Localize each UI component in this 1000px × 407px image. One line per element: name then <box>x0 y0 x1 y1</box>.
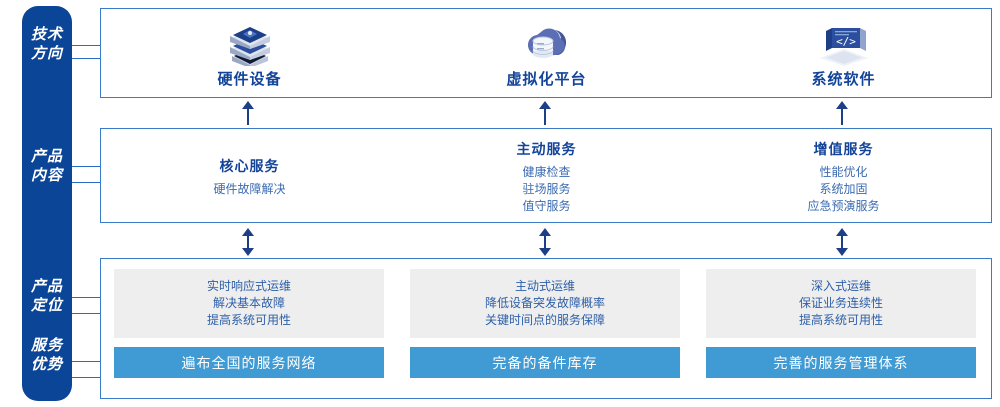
advantage-bar-management-system[interactable]: 完善的服务管理体系 <box>706 347 976 378</box>
svg-text:</>: </> <box>836 35 856 48</box>
tech-title-hardware: 硬件设备 <box>217 70 282 88</box>
content-column-proactive-service[interactable]: 主动服务 健康检查 驻场服务 值守服务 <box>398 129 695 224</box>
content-item: 系统加固 <box>819 181 868 196</box>
content-title-core-service: 核心服务 <box>219 157 280 174</box>
positioning-item: 实时响应式运维 <box>206 279 291 293</box>
server-stack-icon <box>218 20 282 66</box>
arrow-bidirectional-core <box>241 228 255 256</box>
connector-tech-upper <box>72 45 100 46</box>
arrow-up-system-software <box>835 101 849 125</box>
tech-title-system-software: 系统软件 <box>811 70 876 88</box>
rail-label-service-advantage: 服务 优势 <box>30 337 63 373</box>
arrow-up-virtualization <box>538 101 552 125</box>
arrow-bidirectional-proactive <box>538 228 552 256</box>
tech-column-hardware[interactable]: 硬件设备 <box>101 9 398 99</box>
positioning-item: 提高系统可用性 <box>798 313 883 327</box>
content-item: 健康检查 <box>522 164 571 179</box>
positioning-box-realtime[interactable]: 实时响应式运维 解决基本故障 提高系统可用性 <box>114 269 384 338</box>
positioning-item: 提高系统可用性 <box>206 313 291 327</box>
product-content-section: 核心服务 硬件故障解决 主动服务 健康检查 驻场服务 值守服务 增值服务 性能优… <box>100 128 992 223</box>
laptop-code-icon: </> <box>812 20 876 66</box>
tech-column-system-software[interactable]: </> 系统软件 <box>695 9 992 99</box>
content-item: 硬件故障解决 <box>213 181 286 196</box>
positioning-item: 关键时间点的服务保障 <box>484 313 605 327</box>
positioning-box-proactive[interactable]: 主动式运维 降低设备突发故障概率 关键时间点的服务保障 <box>410 269 680 338</box>
tech-direction-section: 硬件设备 虚拟化平台 <box>100 8 992 98</box>
rail-label-product-positioning: 产品 定位 <box>30 278 63 314</box>
content-column-value-added-service[interactable]: 增值服务 性能优化 系统加固 应急预演服务 <box>695 129 992 224</box>
connector-advantage-lower <box>72 377 100 378</box>
positioning-item: 解决基本故障 <box>212 296 285 310</box>
positioning-item: 保证业务连续性 <box>798 296 883 310</box>
connector-positioning-upper <box>72 297 100 298</box>
content-item: 应急预演服务 <box>807 198 880 213</box>
positioning-item: 主动式运维 <box>514 279 575 293</box>
positioning-advantage-section: 实时响应式运维 解决基本故障 提高系统可用性 主动式运维 降低设备突发故障概率 … <box>100 258 992 399</box>
positioning-item: 降低设备突发故障概率 <box>484 296 605 310</box>
category-rail <box>22 6 72 401</box>
positioning-box-indepth[interactable]: 深入式运维 保证业务连续性 提高系统可用性 <box>706 269 976 338</box>
content-title-value-added-service: 增值服务 <box>813 140 874 157</box>
content-item: 驻场服务 <box>522 181 571 196</box>
cloud-database-icon <box>515 20 579 66</box>
advantage-bar-spare-parts[interactable]: 完备的备件库存 <box>410 347 680 378</box>
tech-column-virtualization[interactable]: 虚拟化平台 <box>398 9 695 99</box>
content-item: 值守服务 <box>522 198 571 213</box>
connector-advantage-upper <box>72 361 100 362</box>
connector-content-upper <box>72 166 100 167</box>
connector-positioning-lower <box>72 313 100 314</box>
positioning-item: 深入式运维 <box>810 279 871 293</box>
content-item: 性能优化 <box>819 164 868 179</box>
advantage-bar-service-network[interactable]: 遍布全国的服务网络 <box>114 347 384 378</box>
connector-content-lower <box>72 182 100 183</box>
rail-label-tech-direction: 技术 方向 <box>30 26 63 62</box>
content-title-proactive-service: 主动服务 <box>516 140 577 157</box>
tech-title-virtualization: 虚拟化平台 <box>506 70 587 88</box>
arrow-bidirectional-value-added <box>835 228 849 256</box>
arrow-up-hardware <box>241 101 255 125</box>
rail-label-product-content: 产品 内容 <box>30 148 63 184</box>
connector-tech-lower <box>72 58 100 59</box>
content-column-core-service[interactable]: 核心服务 硬件故障解决 <box>101 129 398 224</box>
